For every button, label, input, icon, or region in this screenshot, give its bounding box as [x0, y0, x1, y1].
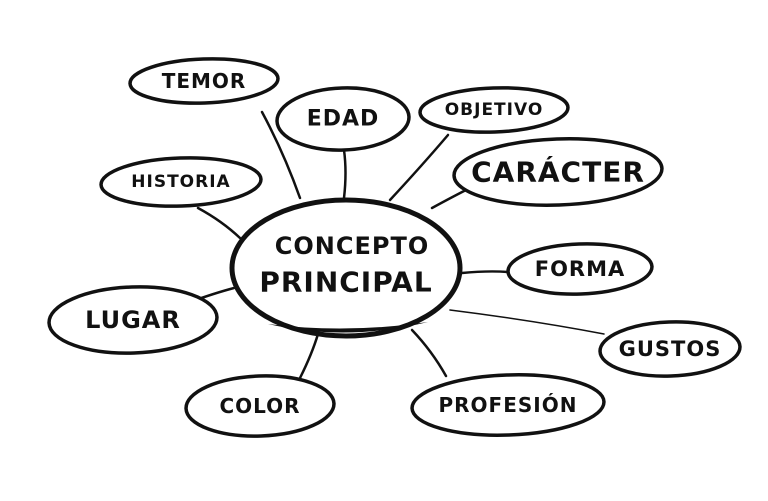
node-label-forma: FORMA: [535, 257, 626, 281]
connector-temor: [260, 110, 302, 200]
concept-nodes: TEMOR EDAD OBJETIVO CARÁCTER HISTORIA FORMA LU…: [47, 56, 742, 439]
node-label-edad: EDAD: [307, 107, 380, 132]
node-ellipse-edad: [275, 86, 411, 152]
node-ellipse-lugar: [47, 285, 219, 355]
connector-forma: [460, 270, 510, 275]
node-lugar[interactable]: LUGAR: [47, 284, 219, 356]
connector-lines: [188, 110, 605, 380]
connector-objetivo: [388, 133, 450, 202]
node-label-color: COLOR: [219, 394, 300, 418]
node-label-historia: HISTORIA: [131, 172, 230, 192]
central-ellipse-shadow-stroke: [268, 322, 428, 333]
node-forma[interactable]: FORMA: [506, 242, 654, 297]
node-ellipse-historia: [99, 156, 263, 208]
node-ellipse-caracter: [452, 137, 664, 207]
node-ellipse-color: [184, 374, 336, 438]
node-ellipse-profesion: [410, 373, 606, 437]
node-objetivo[interactable]: OBJETIVO: [418, 85, 570, 134]
node-label-lugar: LUGAR: [85, 306, 181, 334]
node-temor[interactable]: TEMOR: [128, 56, 280, 105]
node-ellipse-gustos: [598, 320, 742, 378]
node-gustos[interactable]: GUSTOS: [598, 320, 742, 379]
central-concept-label-line2: PRINCIPAL: [259, 266, 432, 299]
node-edad[interactable]: EDAD: [275, 86, 411, 153]
connector-historia: [196, 206, 242, 240]
node-caracter[interactable]: CARÁCTER: [452, 135, 664, 208]
node-label-gustos: GUSTOS: [619, 337, 722, 361]
node-ellipse-objetivo: [418, 86, 570, 134]
central-concept-ellipse: [229, 197, 463, 339]
node-label-profesion: PROFESIÓN: [439, 393, 578, 417]
central-concept-label-line1: CONCEPTO: [275, 232, 429, 260]
connector-profesion: [410, 328, 448, 378]
connector-edad: [342, 148, 347, 200]
node-ellipse-forma: [506, 242, 654, 296]
node-historia[interactable]: HISTORIA: [99, 155, 263, 209]
node-label-temor: TEMOR: [162, 69, 247, 93]
central-concept-node[interactable]: CONCEPTO PRINCIPAL: [229, 197, 463, 339]
node-profesion[interactable]: PROFESIÓN: [410, 372, 606, 439]
node-color[interactable]: COLOR: [184, 373, 336, 438]
node-label-objetivo: OBJETIVO: [445, 100, 544, 120]
node-label-caracter: CARÁCTER: [471, 155, 645, 189]
connector-color: [298, 332, 320, 380]
node-ellipse-temor: [128, 57, 280, 105]
connector-gustos: [449, 309, 605, 335]
